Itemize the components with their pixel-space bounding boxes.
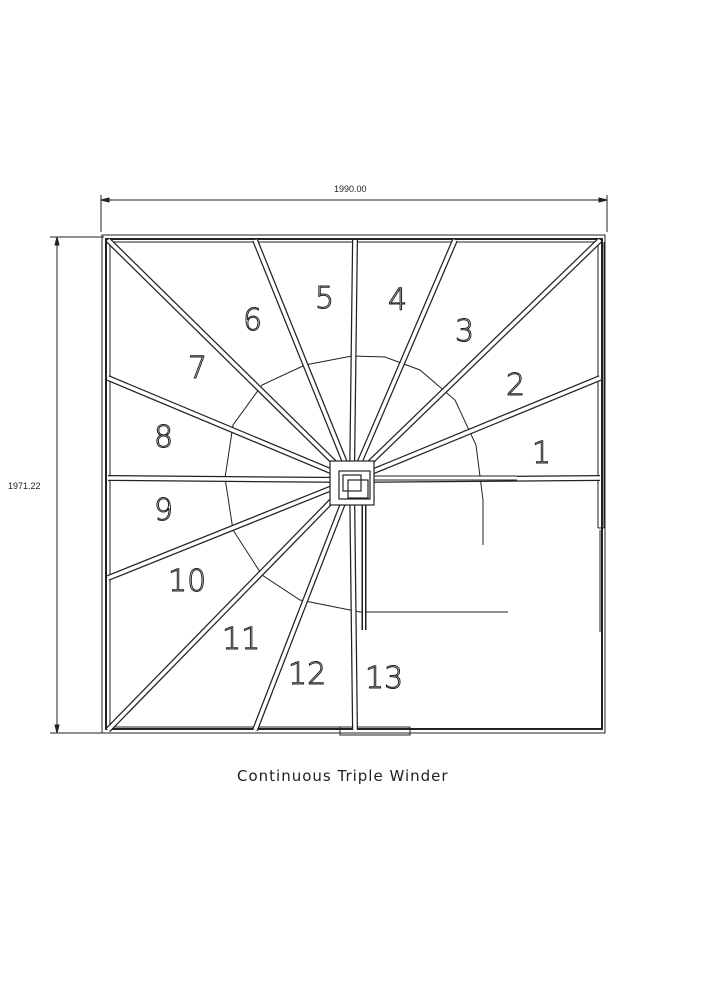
tread-number-2: 2 xyxy=(506,368,525,403)
tread-number-10: 10 xyxy=(168,564,206,599)
tread-line-10 xyxy=(107,478,353,580)
tread-line-12 xyxy=(253,479,354,731)
width-dimension: 1990.00 xyxy=(334,184,367,194)
tread-line-4 xyxy=(350,239,457,481)
tread-number-9: 9 xyxy=(154,493,173,528)
tread-line-3 xyxy=(350,238,602,482)
tread-number-6: 6 xyxy=(243,303,262,338)
tread-lines xyxy=(105,237,603,733)
height-dimension-line xyxy=(50,236,104,734)
tread-number-5: 5 xyxy=(315,281,334,316)
tread-line-8 xyxy=(107,376,353,482)
height-dimension: 1971.22 xyxy=(8,481,41,491)
tread-number-3: 3 xyxy=(455,314,474,349)
tread-number-13: 13 xyxy=(365,661,403,696)
tread-line-5 xyxy=(350,239,357,481)
tread-number-4: 4 xyxy=(388,283,407,318)
tread-number-11: 11 xyxy=(222,622,260,657)
newel-post xyxy=(329,460,517,630)
tread-line-9 xyxy=(107,476,353,482)
tread-numbers: 1 2 3 4 5 6 7 8 9 10 11 12 13 xyxy=(154,281,552,697)
tread-line-2 xyxy=(351,376,601,482)
tread-line-11 xyxy=(106,478,354,732)
walk-line xyxy=(224,355,508,613)
drawing-caption: Continuous Triple Winder xyxy=(237,767,449,785)
width-dimension-line xyxy=(100,195,608,232)
tread-line-7 xyxy=(106,238,354,482)
tread-number-7: 7 xyxy=(188,351,207,386)
tread-line-13 xyxy=(350,479,357,731)
tread-number-8: 8 xyxy=(154,420,173,455)
tread-number-1: 1 xyxy=(532,436,551,471)
tread-line-6 xyxy=(253,239,354,481)
tread-number-12: 12 xyxy=(288,657,326,692)
